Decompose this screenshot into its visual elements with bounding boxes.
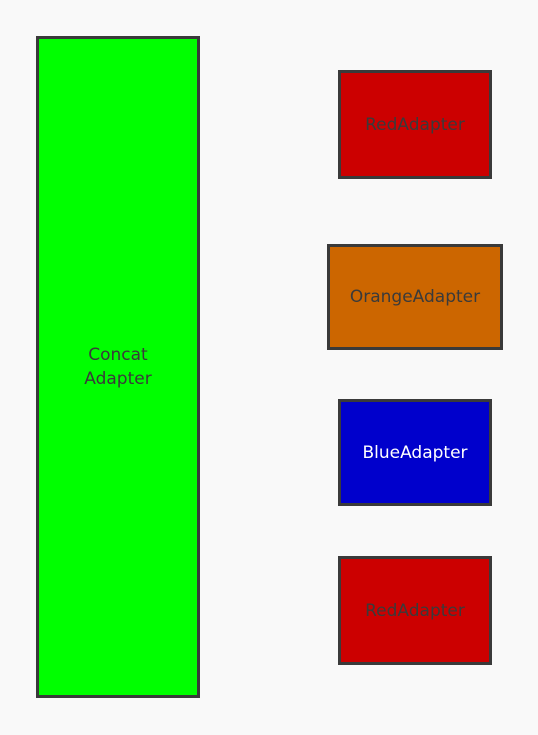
red-adapter-box-bottom: RedAdapter — [338, 556, 492, 665]
concat-adapter-label-line1: Concat — [88, 345, 148, 365]
blue-adapter-label: BlueAdapter — [362, 442, 468, 463]
blue-adapter-box: BlueAdapter — [338, 399, 492, 506]
red-adapter-label-bottom: RedAdapter — [365, 600, 465, 621]
concat-adapter-label-line2: Adapter — [84, 369, 152, 389]
red-adapter-box-top: RedAdapter — [338, 70, 492, 179]
red-adapter-label-top: RedAdapter — [365, 114, 465, 135]
concat-adapter-box: Concat Adapter — [36, 36, 200, 698]
orange-adapter-box: OrangeAdapter — [327, 244, 503, 350]
orange-adapter-label: OrangeAdapter — [349, 287, 481, 307]
